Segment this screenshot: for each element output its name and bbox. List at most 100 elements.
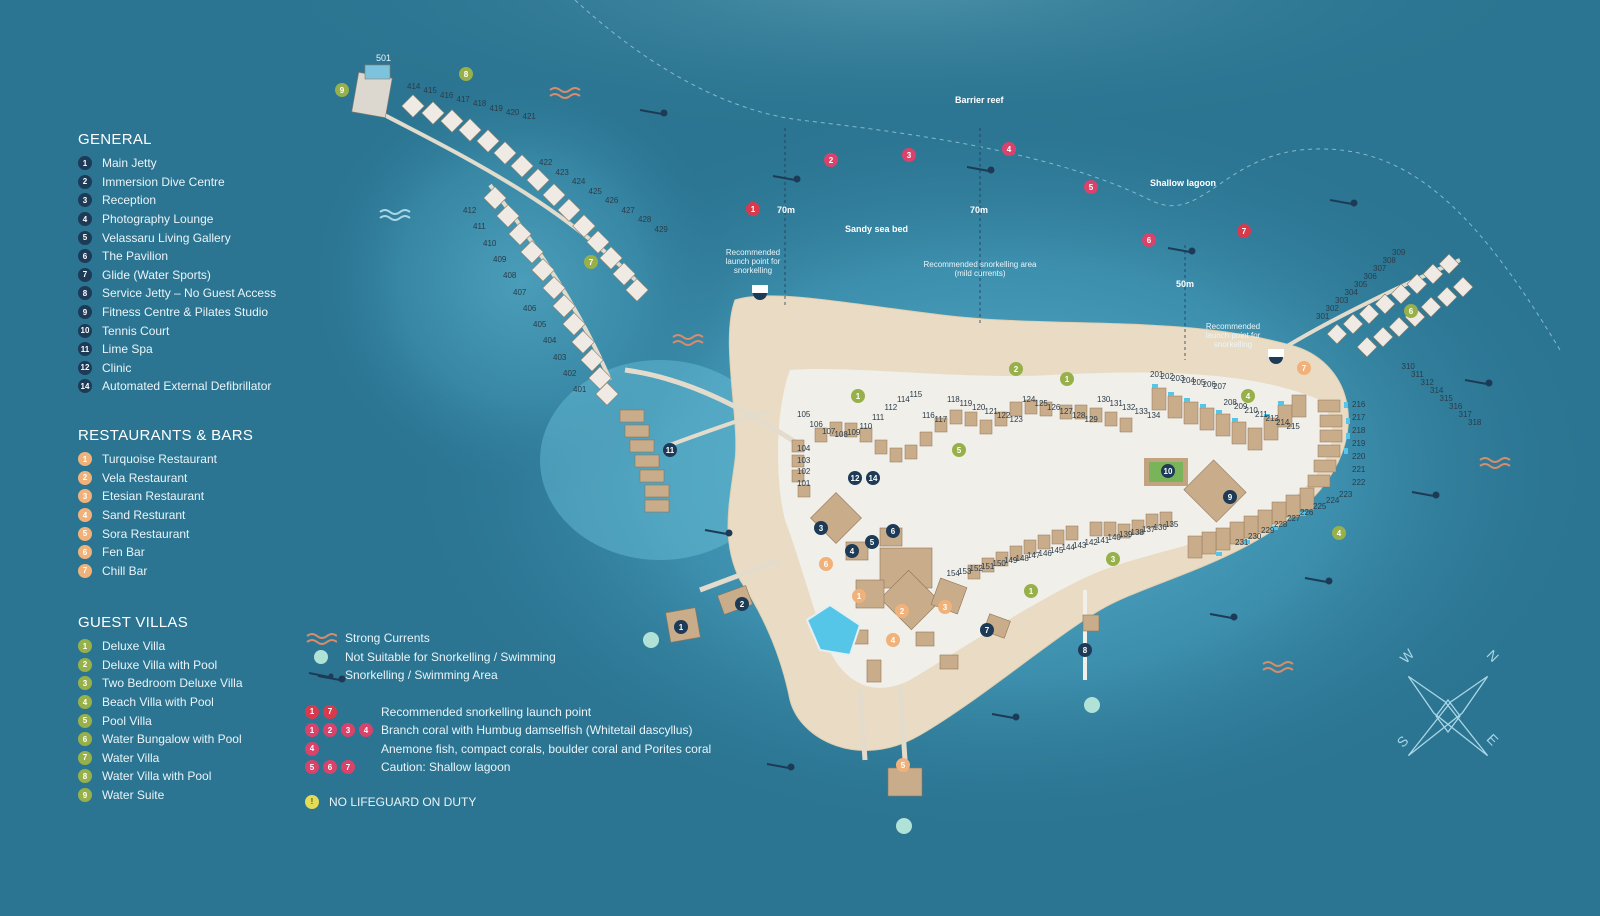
villa-number: 307: [1373, 264, 1387, 273]
strong-currents-icon: [305, 631, 345, 646]
villa-number: 104: [797, 444, 811, 453]
villa-number: 141: [1096, 535, 1110, 545]
key-lifeguard: ! NO LIFEGUARD ON DUTY: [305, 793, 765, 812]
villa-number: 211: [1255, 410, 1268, 419]
reef-site-marker: 7: [1237, 224, 1251, 238]
villa-type-marker: 9: [335, 83, 349, 97]
shallow-lagoon-label: Shallow lagoon: [1150, 178, 1217, 188]
villa-number: 137: [1142, 525, 1156, 535]
legend-number-badge: 5: [78, 230, 92, 245]
map-key: Strong Currents Not Suitable for Snorkel…: [305, 629, 765, 811]
legend-item-label: Turquoise Restaurant: [102, 452, 217, 467]
villa-number: 419: [489, 103, 503, 113]
legend-number-badge: 3: [78, 676, 92, 691]
villa-number: 202: [1160, 372, 1174, 381]
villa-number: 209: [1234, 402, 1248, 411]
villa-type-marker: 4: [1241, 389, 1255, 403]
legend-item-label: Velassaru Living Gallery: [102, 230, 231, 245]
reef-site-marker: 2: [824, 153, 838, 167]
villa-number: 142: [1084, 538, 1098, 548]
villa-number: 108: [834, 429, 848, 439]
warning-icon: !: [305, 794, 319, 809]
villa-number: 139: [1119, 530, 1133, 540]
facility-marker: 4: [845, 544, 859, 558]
villa-type-marker: 1: [1024, 584, 1038, 598]
villa-number: 217: [1352, 413, 1366, 422]
villa-number: 317: [1458, 410, 1472, 419]
legend-item-label: Two Bedroom Deluxe Villa: [102, 676, 243, 691]
villa-number: 119: [959, 399, 973, 408]
villa-number: 411: [473, 222, 486, 232]
villa-number: 214: [1276, 418, 1290, 427]
villa-number: 224: [1326, 496, 1340, 505]
villa-number: 404: [543, 336, 557, 346]
facility-marker: 14: [866, 471, 880, 485]
legend-item-label: Sora Restaurant: [102, 526, 190, 541]
legend-item-label: Vela Restaurant: [102, 470, 188, 485]
villa-number: 405: [533, 320, 547, 330]
villa-number: 309: [1392, 248, 1406, 257]
villa-number: 144: [1061, 543, 1075, 553]
legend-item-label: Service Jetty – No Guest Access: [102, 286, 277, 301]
villa-number: 231: [1235, 538, 1249, 547]
recommended-area-label: Recommended snorkelling area (mild curre…: [923, 260, 1037, 278]
legend-number-badge: 11: [78, 342, 92, 357]
reef-site-marker: 6: [1142, 233, 1156, 247]
restaurant-marker: 7: [1297, 361, 1311, 375]
restaurant-marker: 5: [896, 758, 910, 772]
restaurant-marker: 6: [819, 557, 833, 571]
legend-number-badge: 1: [78, 639, 92, 654]
villa-number: 145: [1050, 546, 1064, 555]
legend-item-label: Etesian Restaurant: [102, 489, 205, 504]
legend-number-badge: 2: [78, 470, 92, 485]
villa-number: 418: [473, 99, 487, 109]
legend-number-badge: 12: [78, 360, 92, 375]
depth-label-50m: 50m: [1176, 279, 1195, 289]
legend-item: 2 Vela Restaurant: [78, 469, 308, 488]
villa-number: 220: [1352, 452, 1366, 461]
villa-number: 128: [1072, 411, 1086, 420]
villa-number: 308: [1382, 256, 1396, 265]
villa-number: 134: [1147, 411, 1161, 420]
villa-number: 230: [1248, 532, 1262, 541]
villa-number: 111: [872, 412, 885, 422]
reef-site-badge: 3: [341, 723, 355, 738]
villa-number: 412: [463, 206, 477, 215]
key-anemone: 4 Anemone fish, compact corals, boulder …: [305, 740, 765, 759]
facility-marker: 8: [1078, 643, 1092, 657]
villa-number: 301: [1316, 312, 1330, 321]
villa-number: 315: [1439, 394, 1453, 403]
villa-number: 118: [947, 395, 960, 404]
reef-site-badge: 5: [305, 760, 319, 775]
villa-number: 110: [859, 421, 873, 431]
villa-number: 130: [1097, 395, 1111, 404]
villa-number: 101: [797, 478, 811, 488]
villa-number: 415: [423, 86, 437, 96]
beach-villas-south: [967, 511, 1173, 580]
reef-site-badge: 4: [305, 741, 319, 756]
villa-number: 305: [1354, 280, 1368, 289]
legend-number-badge: 2: [78, 657, 92, 672]
villa-number: 420: [506, 107, 520, 117]
restaurant-marker: 3: [938, 600, 952, 614]
legend-number-badge: 6: [78, 545, 92, 560]
legend-number-badge: 9: [78, 305, 92, 320]
legend-item-label: Chill Bar: [102, 563, 148, 578]
villa-number: 429: [654, 224, 668, 234]
villa-number: 136: [1153, 522, 1167, 532]
reef-site-marker: 1: [746, 202, 760, 216]
legend-item-label: Pool Villa: [102, 713, 152, 728]
